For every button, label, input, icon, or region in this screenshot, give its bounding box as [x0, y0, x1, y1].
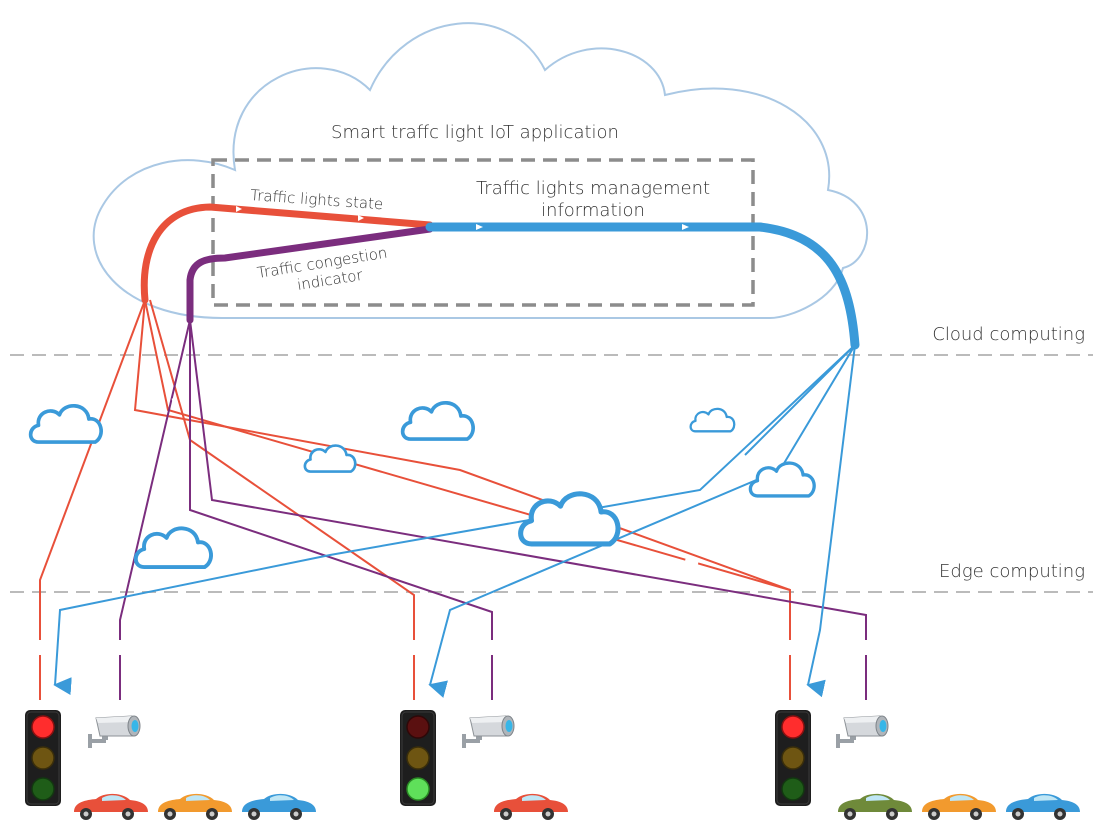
cloud-icon	[400, 400, 475, 441]
camera-icon	[87, 715, 141, 749]
traffic-light-icon	[399, 709, 437, 807]
app-title: Smart traffc light IoT application	[331, 122, 619, 143]
car-icon	[922, 793, 996, 820]
management-lines	[53, 344, 856, 698]
cloud-icon	[521, 494, 618, 544]
edge-layer-label: Edge computing	[939, 561, 1085, 582]
management-band	[425, 222, 860, 350]
application-dashed-box	[211, 158, 755, 307]
line-breaks	[37, 397, 869, 655]
state-band	[140, 203, 434, 304]
congestion-band	[186, 225, 434, 324]
cloud-icon	[28, 403, 103, 444]
cloud-layer-label: Cloud computing	[932, 324, 1085, 345]
flow-chevrons	[236, 206, 852, 280]
application-cloud-outline	[92, 22, 869, 319]
traffic-light-icon	[774, 709, 812, 807]
congestion-lines	[119, 319, 867, 700]
car-icon	[1006, 793, 1080, 820]
car-icon	[74, 793, 148, 820]
management-label-line1: Traffic lights management	[476, 178, 710, 199]
cloud-icon	[689, 407, 736, 433]
cloud-icon	[133, 526, 213, 569]
management-label-line2: information	[541, 200, 645, 221]
car-icon	[242, 793, 316, 820]
traffic-light-icon	[24, 709, 62, 807]
car-icon	[158, 793, 232, 820]
camera-icon	[835, 715, 889, 749]
cloud-icon	[748, 461, 816, 498]
car-icon	[494, 793, 568, 820]
camera-icon	[461, 715, 515, 749]
car-icon	[838, 793, 912, 820]
